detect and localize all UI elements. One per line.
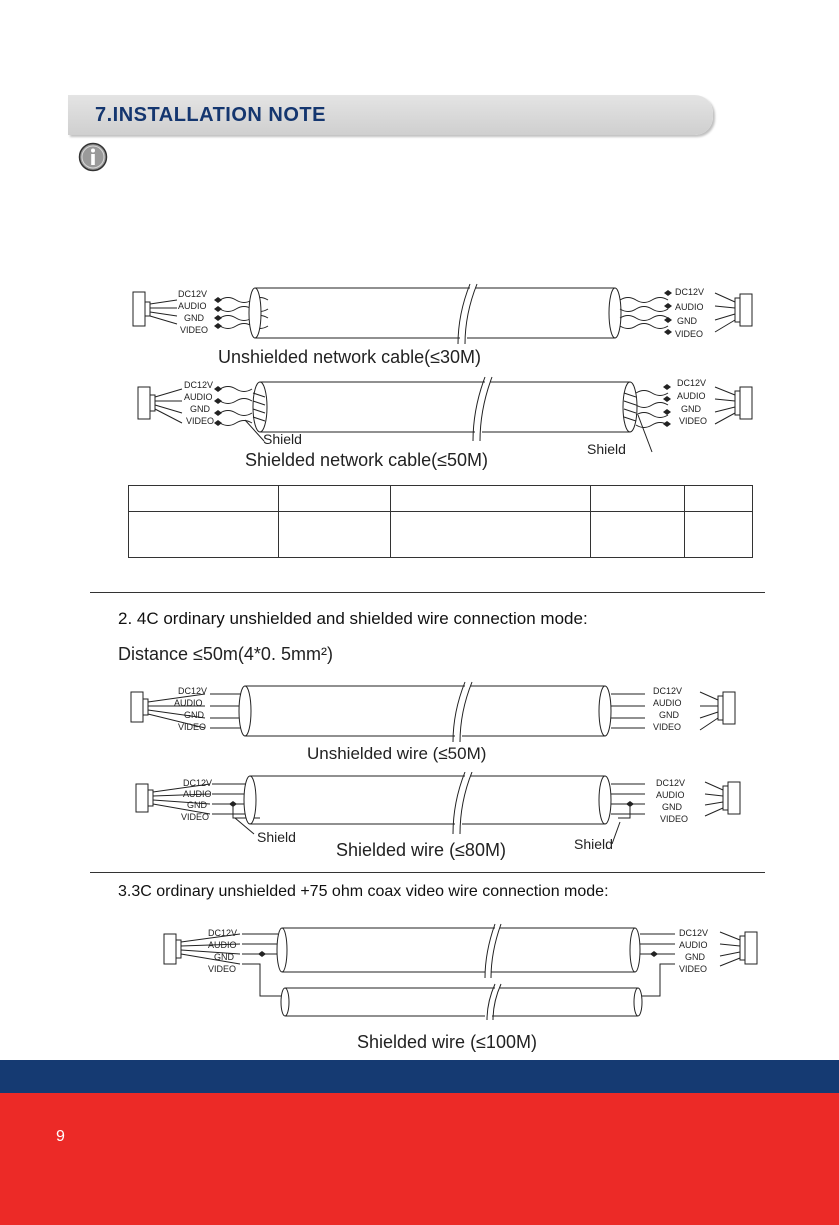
right-label-video: VIDEO xyxy=(675,329,704,339)
left-label-video: VIDEO xyxy=(178,722,207,732)
left-label-gnd: GND xyxy=(184,710,204,720)
right-label-audio: AUDIO xyxy=(675,302,704,312)
footer-blue-band xyxy=(0,1060,839,1093)
left-label-gnd: GND xyxy=(214,952,234,962)
left-label-dc: DC12V xyxy=(178,686,208,696)
left-label-video: VIDEO xyxy=(208,964,237,974)
right-label-video: VIDEO xyxy=(653,722,682,732)
right-label-dc: DC12V xyxy=(675,287,705,297)
section3-heading: 3.3C ordinary unshielded +75 ohm coax vi… xyxy=(118,883,609,900)
left-label-gnd: GND xyxy=(187,800,207,810)
right-label-audio: AUDIO xyxy=(656,790,685,800)
left-label-audio: AUDIO xyxy=(184,392,213,402)
info-icon xyxy=(78,142,108,172)
distance-text: Distance ≤50m(4*0. 5mm²) xyxy=(118,644,333,664)
left-label-gnd: GND xyxy=(190,404,210,414)
left-label-video: VIDEO xyxy=(186,416,215,426)
footer-red-band xyxy=(0,1093,839,1225)
left-label-dc: DC12V xyxy=(178,289,208,299)
coax-wire-caption: Shielded wire (≤100M) xyxy=(357,1032,537,1052)
right-label-gnd: GND xyxy=(677,316,697,326)
unshielded-network-caption: Unshielded network cable(≤30M) xyxy=(218,347,482,367)
unshielded-wire-diagram xyxy=(130,681,736,743)
table-cell xyxy=(684,511,753,558)
coax-wire-diagram xyxy=(163,923,758,1021)
right-label-gnd: GND xyxy=(681,404,701,414)
unshielded-wire-caption: Unshielded wire (≤50M) xyxy=(307,744,487,763)
table-cell xyxy=(277,485,391,512)
right-label-video: VIDEO xyxy=(660,814,689,824)
left-label-gnd: GND xyxy=(184,313,204,323)
left-label-dc: DC12V xyxy=(208,928,238,938)
spec-table xyxy=(128,485,753,558)
table-cell xyxy=(128,485,279,512)
shield-label-left: Shield xyxy=(257,829,296,845)
table-cell xyxy=(277,511,391,558)
right-label-dc: DC12V xyxy=(677,378,707,388)
left-label-video: VIDEO xyxy=(181,812,210,822)
divider xyxy=(90,592,765,593)
table-cell xyxy=(389,485,592,512)
left-label-dc: DC12V xyxy=(184,380,214,390)
right-label-audio: AUDIO xyxy=(677,391,706,401)
divider xyxy=(90,872,765,873)
page-number: 9 xyxy=(56,1128,65,1145)
right-label-video: VIDEO xyxy=(679,964,708,974)
left-label-audio: AUDIO xyxy=(174,698,203,708)
right-label-gnd: GND xyxy=(662,802,682,812)
left-label-video: VIDEO xyxy=(180,325,209,335)
table-cell xyxy=(389,511,592,558)
table-cell xyxy=(590,511,686,558)
right-label-dc: DC12V xyxy=(653,686,683,696)
left-label-audio: AUDIO xyxy=(178,301,207,311)
table-cell xyxy=(128,511,279,558)
shielded-network-cable-diagram xyxy=(137,376,753,453)
shield-label-right: Shield xyxy=(587,441,626,457)
right-label-video: VIDEO xyxy=(679,416,708,426)
right-label-dc: DC12V xyxy=(679,928,709,938)
right-label-audio: AUDIO xyxy=(653,698,682,708)
left-label-dc: DC12V xyxy=(183,778,213,788)
shield-label-left: Shield xyxy=(263,431,302,447)
right-label-gnd: GND xyxy=(685,952,705,962)
left-label-audio: AUDIO xyxy=(208,940,237,950)
shielded-wire-caption: Shielded wire (≤80M) xyxy=(336,840,506,860)
table-cell xyxy=(684,485,753,512)
right-label-dc: DC12V xyxy=(656,778,686,788)
right-label-audio: AUDIO xyxy=(679,940,708,950)
unshielded-network-cable-diagram xyxy=(132,283,753,345)
section2-heading: 2. 4C ordinary unshielded and shielded w… xyxy=(118,609,588,628)
shielded-wire-diagram xyxy=(135,772,741,844)
section-title: 7.INSTALLATION NOTE xyxy=(95,104,326,126)
shield-label-right: Shield xyxy=(574,836,613,852)
shielded-network-caption: Shielded network cable(≤50M) xyxy=(245,450,488,470)
right-label-gnd: GND xyxy=(659,710,679,720)
left-label-audio: AUDIO xyxy=(183,789,212,799)
section-header-bar xyxy=(68,95,713,135)
table-cell xyxy=(590,485,686,512)
